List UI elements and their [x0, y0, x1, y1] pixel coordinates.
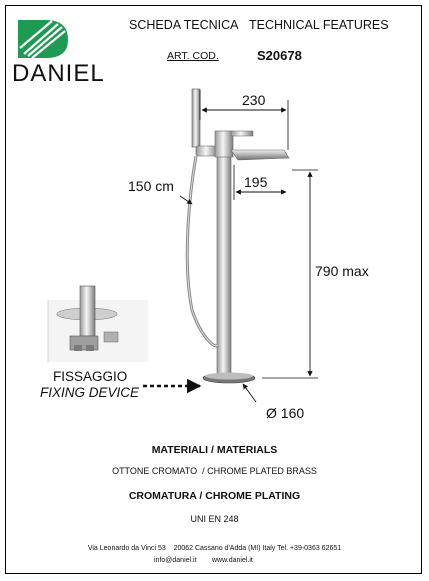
dimension-195: 195 — [244, 174, 268, 190]
art-code-value: S20678 — [257, 48, 302, 63]
title-italian: SCHEDA TECNICA — [129, 18, 239, 32]
materials-title: MATERIALI / MATERIALS — [151, 444, 278, 456]
main-column — [202, 130, 290, 384]
dimension-230: 230 — [242, 92, 266, 108]
daniel-logo-mark-icon — [18, 20, 68, 59]
plating-value: UNI EN 248 — [190, 514, 239, 524]
dimension-diameter-160: Ø 160 — [266, 405, 305, 421]
dimension-hose-150cm: 150 cm — [128, 178, 174, 194]
title-english: TECHNICAL FEATURES — [249, 18, 389, 32]
fixing-label-italian: FISSAGGIO — [53, 369, 128, 384]
brand-wordmark: DANIEL — [12, 60, 105, 87]
footer-email: info@daniel.it — [154, 557, 197, 564]
footer-address: Via Leonardo da Vinci 53 20062 Cassano d… — [87, 545, 342, 552]
daniel-logo: DANIEL — [10, 18, 125, 93]
fixing-device-illustration — [47, 285, 148, 362]
hand-shower — [191, 88, 219, 157]
dimension-790-max: 790 max — [315, 263, 369, 279]
footer-web: www.daniel.it — [212, 557, 253, 564]
materials-value: OTTONE CROMATO / CHROME PLATED BRASS — [112, 466, 317, 476]
page-border — [5, 5, 422, 574]
plating-title: CROMATURA / CHROME PLATING — [128, 490, 301, 502]
art-code-label: ART. COD. — [167, 50, 219, 62]
fixing-label-english: FIXING DEVICE — [40, 385, 140, 400]
